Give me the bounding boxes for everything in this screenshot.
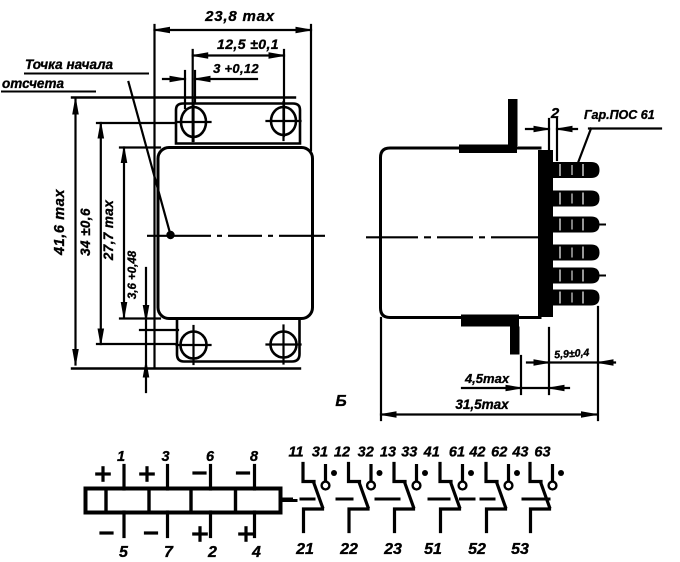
svg-text:33: 33: [401, 445, 417, 461]
svg-text:53: 53: [511, 541, 529, 558]
svg-text:5: 5: [119, 544, 129, 561]
svg-text:отсчета: отсчета: [2, 76, 64, 91]
svg-text:41: 41: [423, 445, 440, 461]
svg-text:3,6 +0,48: 3,6 +0,48: [127, 250, 139, 299]
svg-text:51: 51: [424, 541, 442, 558]
svg-text:23,8 max: 23,8 max: [204, 8, 275, 25]
svg-text:Точка начала: Точка начала: [25, 57, 114, 72]
svg-text:8: 8: [250, 449, 259, 465]
svg-text:61: 61: [449, 445, 465, 461]
svg-text:3: 3: [161, 449, 169, 465]
svg-text:27,7 max: 27,7 max: [101, 200, 116, 261]
svg-text:12: 12: [334, 445, 350, 461]
svg-text:31: 31: [312, 445, 328, 461]
svg-text:32: 32: [358, 445, 374, 461]
svg-text:21: 21: [295, 541, 314, 558]
svg-text:5,9±0,4: 5,9±0,4: [554, 347, 590, 361]
svg-text:34 ±0,6: 34 ±0,6: [78, 208, 93, 256]
svg-text:63: 63: [534, 445, 550, 461]
svg-text:3 +0,12: 3 +0,12: [213, 61, 259, 76]
svg-text:4,5max: 4,5max: [464, 371, 510, 386]
svg-text:4: 4: [251, 544, 261, 561]
svg-text:42: 42: [468, 445, 485, 461]
svg-text:12,5 ±0,1: 12,5 ±0,1: [217, 36, 279, 52]
svg-text:6: 6: [206, 449, 215, 465]
svg-text:22: 22: [339, 541, 358, 558]
svg-text:Б: Б: [335, 393, 346, 410]
svg-text:31,5max: 31,5max: [455, 397, 509, 412]
svg-text:11: 11: [288, 445, 303, 461]
svg-text:52: 52: [468, 541, 486, 558]
svg-text:43: 43: [511, 445, 528, 461]
svg-text:2: 2: [207, 544, 217, 561]
svg-text:Гар.ПОС 61: Гар.ПОС 61: [584, 108, 655, 122]
svg-text:7: 7: [164, 544, 174, 561]
svg-text:13: 13: [380, 445, 396, 461]
svg-text:23: 23: [383, 541, 402, 558]
svg-text:1: 1: [117, 449, 125, 465]
svg-text:62: 62: [491, 445, 507, 461]
svg-text:41,6 max: 41,6 max: [52, 189, 68, 256]
svg-text:2: 2: [550, 105, 560, 122]
